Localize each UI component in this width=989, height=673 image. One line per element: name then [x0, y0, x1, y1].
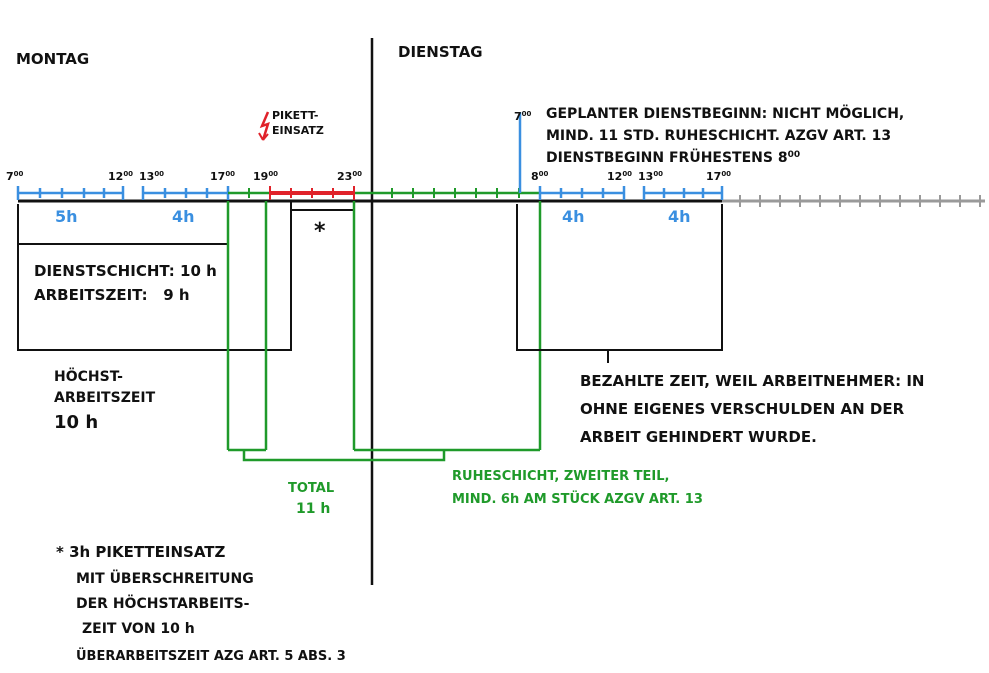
tick-label-8: 1200: [607, 170, 632, 183]
tick-label-3: 1700: [210, 170, 235, 183]
day-label-monday: MONTAG: [16, 50, 89, 68]
footnote-line2: MIT ÜBERSCHREITUNG: [76, 569, 254, 587]
hoechst-line1: HÖCHST-: [54, 367, 123, 385]
dienstschicht-line2: ARBEITSZEIT: 9 h: [34, 286, 190, 304]
tick-label-6: 700: [514, 110, 532, 123]
rest-ticks: [248, 188, 520, 198]
tick-label-0: 700: [6, 170, 24, 183]
duration-label-tuesday-1: 4h: [562, 207, 585, 226]
total-line2: 11 h: [296, 501, 330, 517]
tick-label-7: 800: [531, 170, 549, 183]
footnote-line5: ÜBERARBEITSZEIT AZG ART. 5 ABS. 3: [76, 648, 346, 664]
total-bracket: [226, 201, 542, 462]
ruheschicht-line2: MIND. 6h AM STÜCK AZGV ART. 13: [452, 491, 703, 507]
overflow-star: *: [314, 219, 326, 244]
footnote-line3: DER HÖCHSTARBEITS-: [76, 594, 250, 612]
day-label-tuesday: DIENSTAG: [398, 43, 483, 61]
bezahlt-line1: BEZAHLTE ZEIT, WEIL ARBEITNEHMER: IN: [580, 372, 924, 390]
paid-time-bracket: [516, 204, 723, 351]
pikett-label-line1: PIKETT-: [272, 109, 318, 122]
geplant-line1: GEPLANTER DIENSTBEGINN: NICHT MÖGLICH,: [546, 104, 904, 122]
ruheschicht-line1: RUHESCHICHT, ZWEITER TEIL,: [452, 469, 669, 484]
bezahlt-line3: ARBEIT GEHINDERT WURDE.: [580, 428, 817, 446]
total-line1: TOTAL: [288, 481, 334, 496]
duration-label-monday-2: 4h: [172, 207, 195, 226]
duration-label-monday-1: 5h: [55, 207, 78, 226]
tick-label-1: 1200: [108, 170, 133, 183]
dienstschicht-bracket: [17, 204, 229, 245]
tick-label-5: 2300: [337, 170, 362, 183]
hoechst-line3: 10 h: [54, 412, 98, 433]
pikett-label-line2: EINSATZ: [272, 124, 324, 137]
duration-label-tuesday-2: 4h: [668, 207, 691, 226]
hoechst-bracket: [17, 204, 292, 351]
tuesday-work-segments: [518, 112, 724, 200]
dienstschicht-line1: DIENSTSCHICHT: 10 h: [34, 262, 217, 280]
footnote-line4: ZEIT VON 10 h: [82, 621, 195, 637]
geplant-line3: DIENSTBEGINN FRÜHESTENS 800: [546, 148, 800, 166]
monday-work-segments: [16, 186, 230, 200]
pikett-ticks: [269, 186, 355, 200]
tick-label-10: 1700: [706, 170, 731, 183]
bezahlt-line2: OHNE EIGENES VERSCHULDEN AN DER: [580, 400, 905, 418]
hoechst-line2: ARBEITSZEIT: [54, 390, 156, 406]
geplant-line2: MIND. 11 STD. RUHESCHICHT. AZGV ART. 13: [546, 128, 891, 144]
tick-label-2: 1300: [139, 170, 164, 183]
footnote-line1: * 3h PIKETTEINSATZ: [56, 543, 226, 561]
tick-label-4: 1900: [253, 170, 278, 183]
pikett-arrow-icon: [258, 132, 269, 141]
tick-label-9: 1300: [638, 170, 663, 183]
lightning-icon: [259, 111, 270, 141]
tick-labels: 700 1200 1300 1700 1900 2300 700 800 120…: [6, 110, 731, 183]
grey-ticks: [739, 195, 981, 207]
